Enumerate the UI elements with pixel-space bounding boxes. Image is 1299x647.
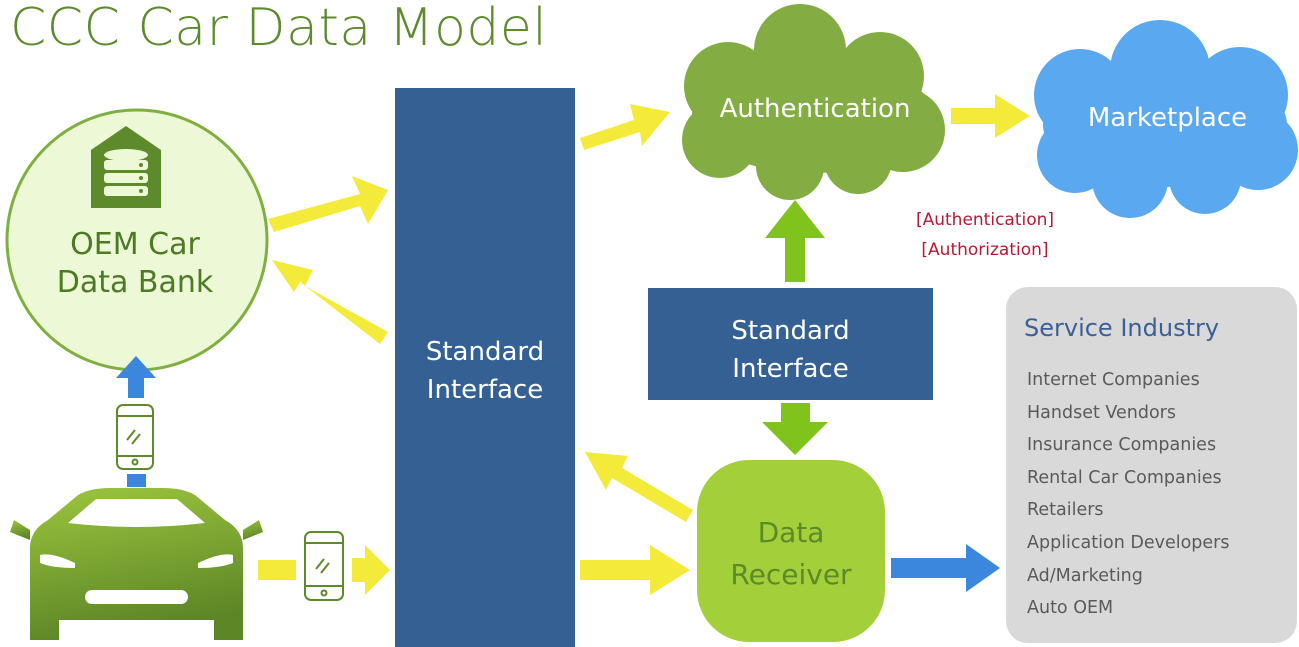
arrow-receiver-to-service-industry xyxy=(891,544,1000,592)
diagram-title: CCC Car Data Model xyxy=(10,0,548,58)
authentication-label: Authentication xyxy=(719,94,911,124)
data-receiver-label: Data Receiver xyxy=(730,516,852,591)
arrow-phone-to-interface xyxy=(352,545,390,595)
service-industry-title: Service Industry xyxy=(1024,314,1220,342)
authentication-authorization-note: [Authentication] [Authorization] xyxy=(915,210,1055,260)
arrow-interface-to-authentication-green xyxy=(765,200,825,282)
service-industry-item: Auto OEM xyxy=(1027,598,1114,619)
standard-interface-mid-box xyxy=(648,288,933,400)
service-industry-item: Handset Vendors xyxy=(1027,402,1176,423)
service-industry-item: Insurance Companies xyxy=(1027,435,1217,456)
phone-icon xyxy=(304,531,344,601)
arrow-phone-to-bank xyxy=(116,356,156,398)
car-icon xyxy=(10,488,263,640)
data-receiver-box xyxy=(697,460,885,642)
service-industry-item: Ad/Marketing xyxy=(1027,565,1143,586)
authentication-cloud xyxy=(682,4,945,200)
phone-icon xyxy=(116,404,154,470)
service-industry-item: Application Developers xyxy=(1027,532,1230,553)
service-industry-item: Rental Car Companies xyxy=(1027,467,1222,488)
arrow-interface-to-bank xyxy=(272,260,388,344)
database-house-icon xyxy=(91,126,161,208)
marketplace-cloud xyxy=(1034,20,1298,218)
service-industry-panel: Service Industry Internet Companies Hand… xyxy=(1006,287,1297,643)
service-industry-item: Internet Companies xyxy=(1027,370,1200,390)
marketplace-label: Marketplace xyxy=(1087,103,1248,133)
standard-interface-mid-label: Standard Interface xyxy=(731,316,850,384)
standard-interface-left-box xyxy=(395,88,575,647)
arrow-interface-to-receiver xyxy=(580,545,690,595)
oem-data-bank-label: OEM Car Data Bank xyxy=(56,227,214,300)
arrow-car-to-phone-stem xyxy=(127,474,146,487)
arrow-authentication-to-marketplace xyxy=(951,94,1030,138)
arrow-receiver-to-interface xyxy=(585,452,693,522)
arrow-bank-to-interface xyxy=(268,176,388,232)
service-industry-list: Internet Companies Handset Vendors Insur… xyxy=(1027,364,1229,625)
service-industry-item: Retailers xyxy=(1027,500,1104,521)
arrow-car-to-phone xyxy=(258,560,296,580)
standard-interface-left-label: Standard Interface xyxy=(425,337,545,405)
arrow-interface-to-receiver-green xyxy=(762,403,828,455)
arrow-interface-to-authentication xyxy=(580,104,670,150)
